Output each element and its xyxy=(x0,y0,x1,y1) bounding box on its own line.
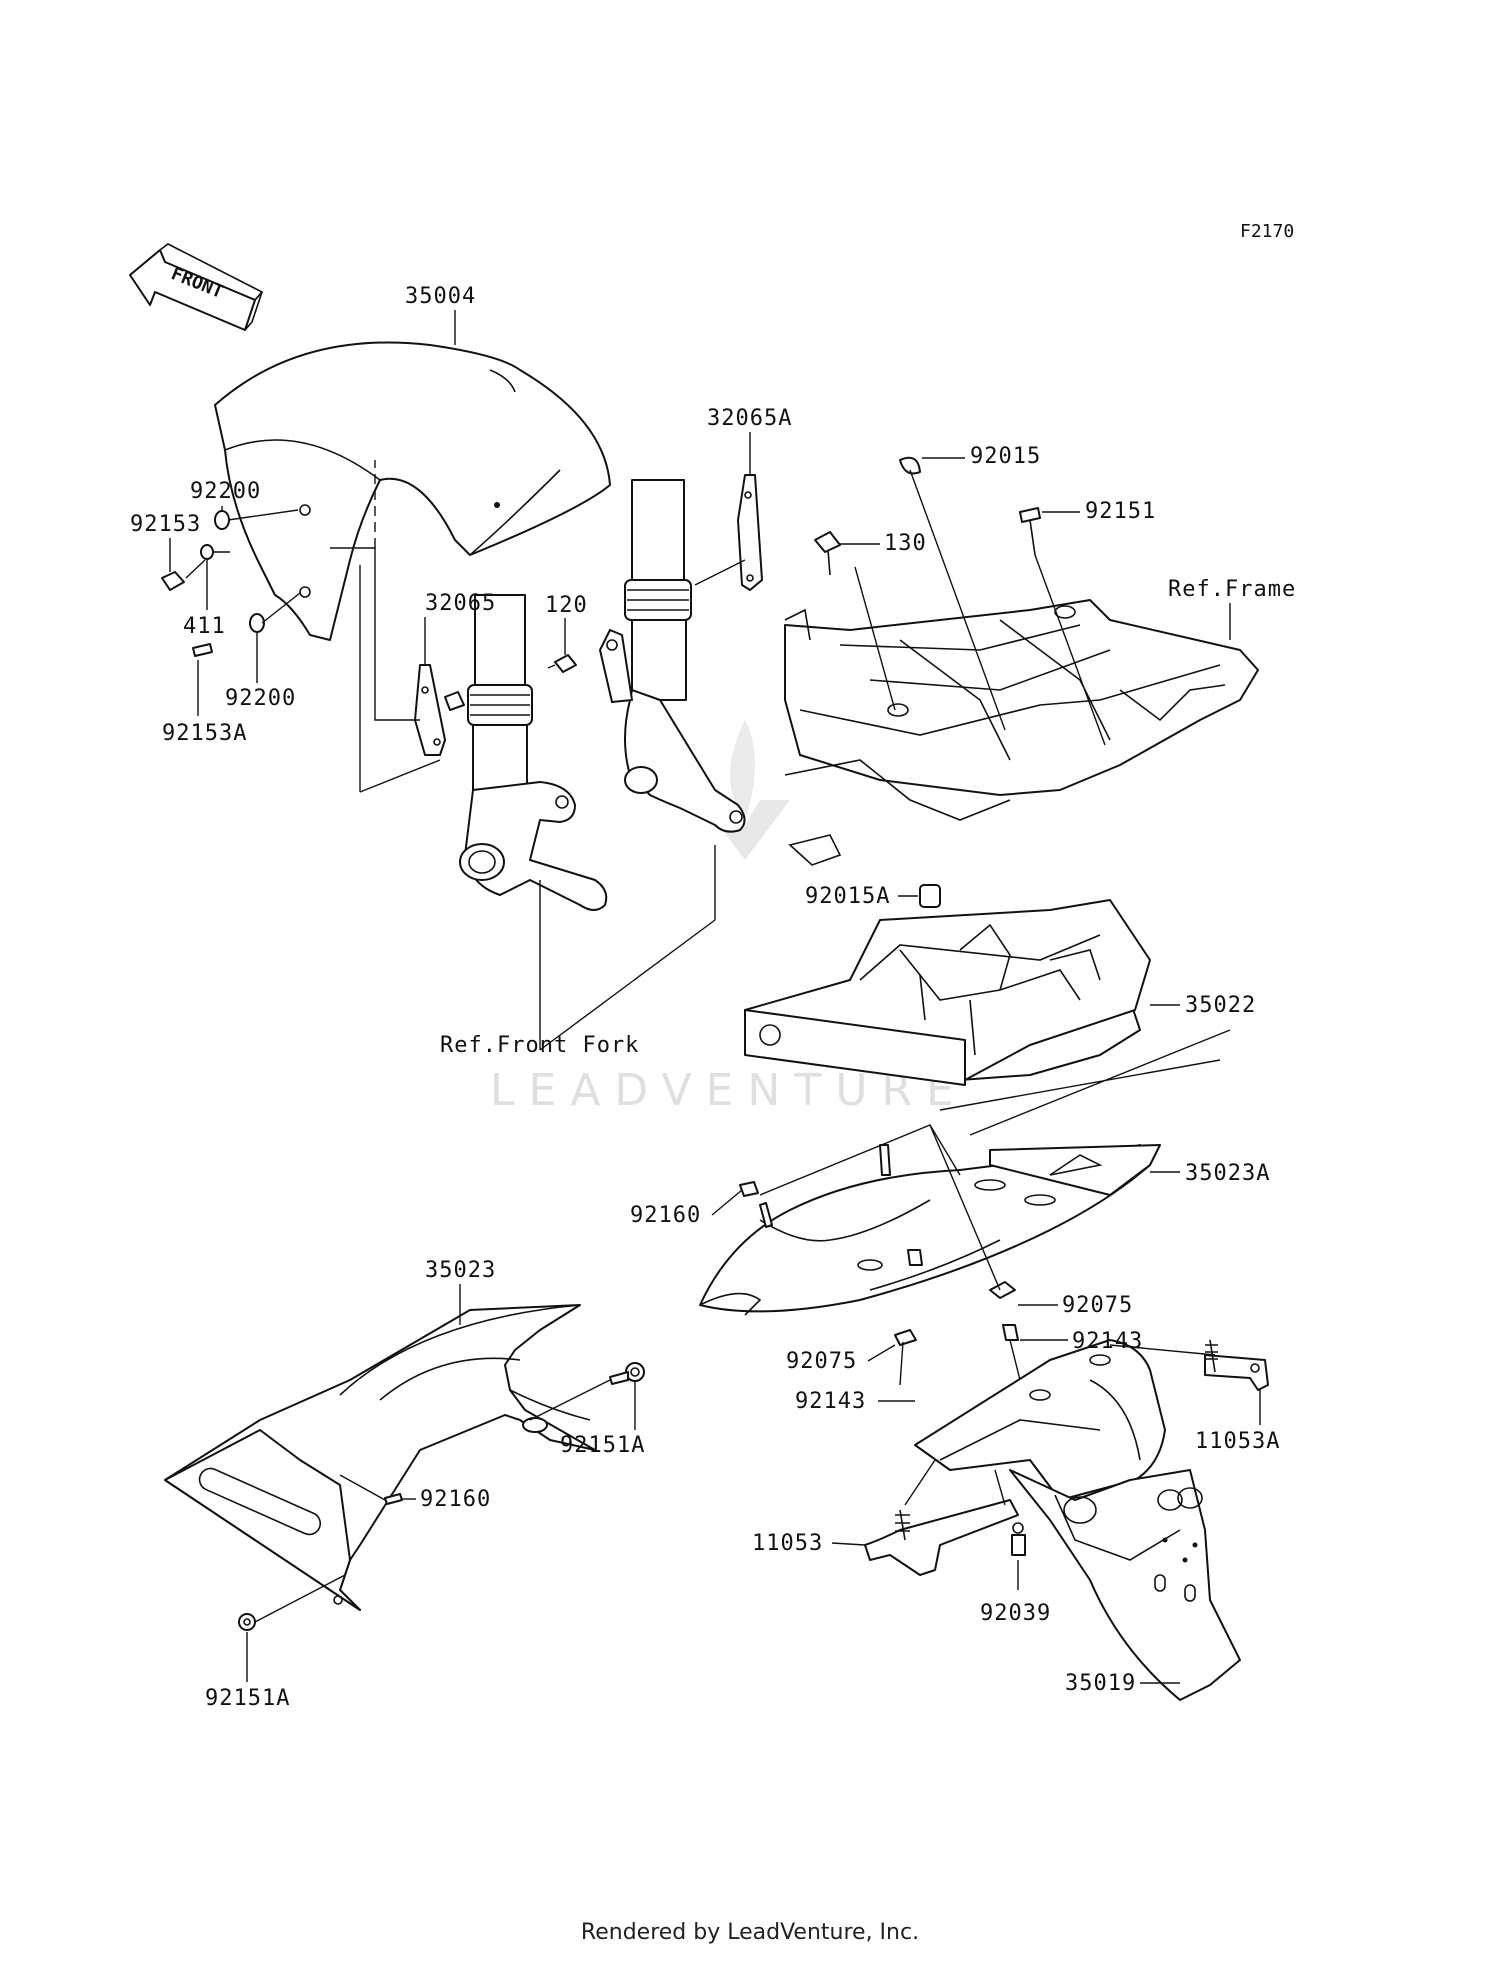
bracket-32065 xyxy=(414,664,446,756)
label-120: 120 xyxy=(545,593,588,618)
diagram-code: F2170 xyxy=(1240,221,1294,242)
seat-cowl-35023A xyxy=(699,1144,1161,1316)
label-92151: 92151 xyxy=(1085,499,1156,524)
front-fender xyxy=(214,341,611,641)
rear-fender-fasteners xyxy=(238,1362,645,1631)
battery-tray-35022 xyxy=(744,899,1151,1086)
stay-11053 xyxy=(864,1459,1019,1576)
label-92039: 92039 xyxy=(980,1601,1051,1626)
label-11053: 11053 xyxy=(752,1531,823,1556)
label-92015A: 92015A xyxy=(805,884,890,909)
label-130: 130 xyxy=(884,531,927,556)
front-fork-right xyxy=(599,479,746,833)
label-35023A: 35023A xyxy=(1185,1161,1270,1186)
stay-11053A xyxy=(1109,1339,1269,1391)
screw-92039 xyxy=(1011,1522,1026,1590)
fork-leaders xyxy=(330,460,746,1051)
label-35023: 35023 xyxy=(425,1258,496,1283)
label-92143-right: 92143 xyxy=(1072,1329,1143,1354)
label-92075-left: 92075 xyxy=(786,1349,857,1374)
bracket-32065A xyxy=(737,474,763,591)
license-holder-35019 xyxy=(914,1339,1241,1701)
label-92151A-bottom: 92151A xyxy=(205,1686,290,1711)
front-fork-left xyxy=(444,594,608,911)
label-92015: 92015 xyxy=(970,444,1041,469)
label-ref-frame: Ref.Frame xyxy=(1168,577,1296,602)
label-92200-top: 92200 xyxy=(190,479,261,504)
label-92075-right: 92075 xyxy=(1062,1293,1133,1318)
label-92200-bottom: 92200 xyxy=(225,686,296,711)
label-92160-left: 92160 xyxy=(420,1487,491,1512)
front-arrow: FRONT xyxy=(129,243,264,331)
rear-fender-35023 xyxy=(164,1304,596,1611)
label-32065: 32065 xyxy=(425,591,496,616)
label-35022: 35022 xyxy=(1185,993,1256,1018)
fender-fasteners xyxy=(161,509,301,657)
bolt-120 xyxy=(547,654,577,673)
label-35004: 35004 xyxy=(405,284,476,309)
label-92160-right: 92160 xyxy=(630,1203,701,1228)
label-92153: 92153 xyxy=(130,512,201,537)
footer-credit: Rendered by LeadVenture, Inc. xyxy=(580,1920,920,1945)
label-35019: 35019 xyxy=(1065,1671,1136,1696)
label-92143-left: 92143 xyxy=(795,1389,866,1414)
label-32065A: 32065A xyxy=(707,406,792,431)
rear-frame xyxy=(784,599,1259,866)
part-labels: 35004 32065A 92015 92151 130 Ref.Frame 9… xyxy=(130,284,1296,1711)
label-11053A: 11053A xyxy=(1195,1429,1280,1454)
label-ref-front-fork: Ref.Front Fork xyxy=(440,1033,639,1058)
label-92151A-right: 92151A xyxy=(560,1433,645,1458)
label-92153A: 92153A xyxy=(162,721,247,746)
label-411: 411 xyxy=(183,614,226,639)
frame-fasteners xyxy=(814,456,1106,908)
